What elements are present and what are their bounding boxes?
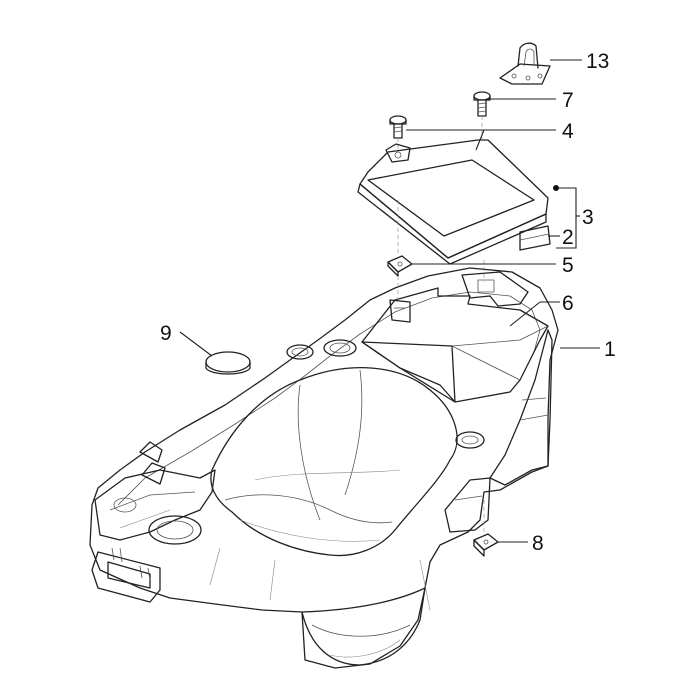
callout-8: 8: [532, 532, 544, 555]
rubber-plug-9: [205, 351, 251, 375]
callout-5: 5: [562, 254, 574, 277]
clip-nut-8: [473, 533, 499, 557]
helmet-compartment-body: [89, 267, 559, 669]
callout-7: 7: [562, 89, 574, 112]
leader-3-bracket: [556, 187, 577, 249]
screw-7: [473, 91, 491, 117]
callout-3: 3: [582, 206, 594, 229]
callout-4: 4: [562, 120, 574, 143]
callout-labels: 13 7 4 3 2 5 6 1 9 8: [160, 50, 616, 555]
clip-nut-5: [387, 255, 413, 277]
leader-9: [179, 331, 213, 357]
callout-1: 1: [604, 338, 616, 361]
leader-lines: [179, 59, 600, 543]
hinge-plate-13: [499, 42, 551, 85]
bracket-dot: [553, 185, 559, 191]
assembly-axes: [397, 116, 485, 534]
callout-9: 9: [160, 322, 172, 345]
callout-6: 6: [562, 292, 574, 315]
callout-13: 13: [586, 50, 609, 73]
leader-4b: [475, 129, 485, 151]
storage-lid: [357, 139, 551, 265]
leader-6: [509, 301, 541, 327]
screw-4: [389, 115, 407, 139]
callout-2: 2: [562, 226, 574, 249]
